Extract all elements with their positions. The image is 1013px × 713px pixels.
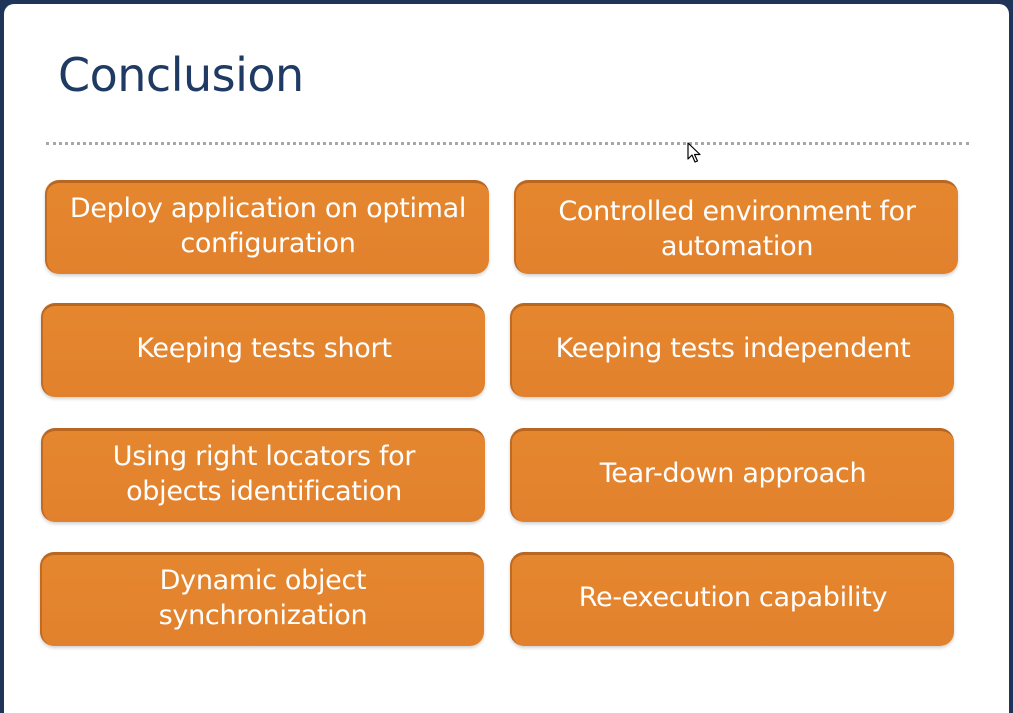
- slide-title: Conclusion: [58, 48, 304, 102]
- card-tear-down: Tear-down approach: [510, 428, 954, 522]
- slide: Conclusion Deploy application on optimal…: [4, 4, 1009, 713]
- card-deploy-application: Deploy application on optimal configurat…: [45, 180, 489, 274]
- card-text: Using right locators for objects identif…: [112, 440, 416, 507]
- mouse-pointer-icon: [687, 142, 701, 163]
- card-text: Keeping tests independent: [555, 333, 911, 364]
- card-tests-independent: Keeping tests independent: [510, 303, 954, 397]
- card-dynamic-sync: Dynamic object synchronization: [40, 552, 484, 646]
- card-text: Tear-down approach: [599, 458, 867, 489]
- title-divider: [46, 142, 969, 145]
- card-text: Keeping tests short: [136, 333, 392, 364]
- card-controlled-environment: Controlled environment for automation: [514, 180, 958, 274]
- card-text: Controlled environment for automation: [558, 195, 916, 262]
- card-text: Re-execution capability: [578, 582, 888, 613]
- card-text: Deploy application on optimal configurat…: [69, 192, 467, 259]
- card-tests-short: Keeping tests short: [41, 303, 485, 397]
- card-right-locators: Using right locators for objects identif…: [41, 428, 485, 522]
- card-text: Dynamic object synchronization: [158, 564, 368, 631]
- card-re-execution: Re-execution capability: [510, 552, 954, 646]
